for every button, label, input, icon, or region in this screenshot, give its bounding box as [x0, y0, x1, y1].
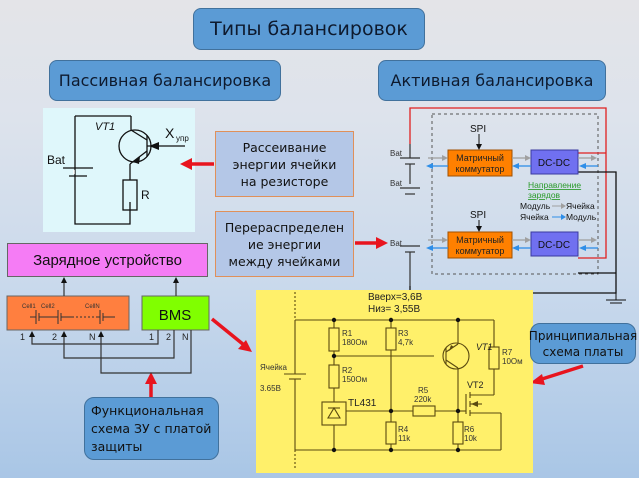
arrow-from-caption — [541, 364, 584, 381]
dcdc-top — [530, 149, 579, 175]
dcdc-label: DC-DC — [538, 240, 570, 251]
spi-label-bottom: SPI — [470, 210, 486, 221]
pin-label: 2 — [166, 332, 171, 342]
cell-stack — [6, 295, 130, 331]
matrix-label: Матричный — [456, 153, 504, 163]
dissipation-description: Рассеивание энергии ячейки на резисторе — [215, 131, 354, 197]
matrix-label: Матричный — [456, 235, 504, 245]
base-arrow — [149, 142, 159, 150]
cell-label: CellN — [85, 304, 100, 310]
desc-line: Рассеивание — [242, 139, 327, 155]
dcdc-bottom — [530, 231, 579, 257]
cell-voltage: 3.65В — [260, 384, 281, 393]
spi-label-top: SPI — [470, 124, 486, 135]
matrix-label: коммутатор — [456, 246, 505, 256]
module-boundary — [431, 113, 599, 275]
r1-label: R1 — [342, 329, 353, 338]
cell-label: Ячейка — [260, 363, 288, 372]
wire — [74, 116, 131, 225]
arrow-to-board — [210, 317, 246, 347]
board-schematic: Вверх=3,6В Низ= 3,55В — [256, 290, 533, 473]
board-caption: Принципиальная схема платы — [528, 323, 638, 364]
cell-label: Cell2 — [41, 304, 55, 310]
pin-label: 2 — [52, 332, 57, 342]
x-sub-label: упр — [176, 134, 189, 143]
vt1-label: VT1 — [95, 121, 115, 133]
resistor-r — [122, 179, 138, 211]
pin-label: N — [182, 332, 189, 342]
passive-circuit: Bat VT1 X упр R — [47, 115, 189, 225]
r7-label: R7 — [502, 348, 513, 357]
vt1-label: VT1 — [476, 342, 493, 352]
top-threshold: Вверх=3,6В — [368, 292, 423, 303]
desc-line: между ячейками — [228, 253, 341, 269]
bms-label: BMS — [159, 307, 192, 324]
bottom-threshold: Низ= 3,55В — [368, 304, 420, 315]
r4-value: 11k — [398, 434, 411, 443]
dcdc-label: DC-DC — [538, 158, 570, 169]
caption-line: защиты — [91, 438, 143, 454]
legend-to: Ячейка — [566, 201, 595, 211]
r6-value: 10k — [464, 434, 478, 443]
caption-line: Принципиальная — [528, 328, 638, 343]
desc-line: Перераспределен — [224, 219, 345, 235]
direction-title: Направление — [528, 180, 581, 190]
cell-label: Cell1 — [22, 304, 36, 310]
active-schematic: Bat Bat Bat SPI Матричный коммутатор DC-… — [388, 106, 626, 306]
title-box: Типы балансировок — [193, 8, 425, 50]
matrix-switch-bottom — [447, 231, 513, 259]
desc-line: на резисторе — [240, 173, 329, 189]
r5-label: R5 — [418, 386, 429, 395]
matrix-switch-top — [447, 149, 513, 177]
r-label: R — [141, 188, 150, 202]
passive-balancing-header: Пассивная балансировка — [49, 60, 281, 101]
bat-label: Bat — [390, 179, 403, 188]
r7-value: 10Ом — [502, 357, 523, 366]
charger-label: Зарядное устройство — [33, 251, 182, 269]
emitter-arrow — [133, 157, 140, 164]
active-circuit: Bat Bat Bat SPI Матричный коммутатор DC-… — [390, 107, 626, 304]
legend-to: Модуль — [566, 212, 597, 222]
matrix-label: коммутатор — [456, 164, 505, 174]
bat-label: Bat — [47, 153, 66, 167]
charger-wiring: BMS Cell1 Cell2 CellN 1 2 N 1 2 N — [6, 277, 210, 374]
legend-from: Ячейка — [520, 212, 549, 222]
board-circuit: Вверх=3,6В Низ= 3,55В — [260, 292, 523, 470]
r4-label: R4 — [398, 425, 409, 434]
r2-label: R2 — [342, 366, 353, 375]
bat-label: Bat — [390, 239, 403, 248]
r6-label: R6 — [464, 425, 475, 434]
page-title: Типы балансировок — [210, 18, 408, 40]
caption-line: схема ЗУ с платой — [91, 420, 212, 436]
active-balancing-header: Активная балансировка — [378, 60, 606, 101]
caption-line: Функциональная — [91, 402, 204, 418]
direction-title: зарядов — [528, 190, 561, 200]
passive-schematic: Bat VT1 X упр R — [43, 108, 195, 232]
bat-label: Bat — [390, 149, 403, 158]
r3-label: R3 — [398, 329, 409, 338]
desc-line: энергии ячейки — [232, 156, 337, 172]
vt2-label: VT2 — [467, 380, 484, 390]
r2-value: 150Ом — [342, 375, 367, 384]
pin-label: N — [89, 332, 96, 342]
desc-line: ие энергии — [247, 236, 322, 252]
r3-value: 4,7k — [398, 338, 414, 347]
pin-label: 1 — [20, 332, 25, 342]
tl431-label: TL431 — [348, 398, 377, 409]
passive-label: Пассивная балансировка — [58, 71, 272, 90]
active-label: Активная балансировка — [390, 71, 594, 90]
charger-caption: Функциональная схема ЗУ с платой защиты — [84, 397, 219, 460]
charger-box: Зарядное устройство — [7, 243, 208, 277]
redistribution-description: Перераспределен ие энергии между ячейкам… — [215, 211, 354, 277]
x-label: X — [165, 125, 175, 141]
caption-line: схема платы — [542, 344, 624, 359]
pin-label: 1 — [149, 332, 154, 342]
r5-value: 220k — [414, 395, 432, 404]
r1-value: 180Ом — [342, 338, 367, 347]
legend-from: Модуль — [520, 201, 551, 211]
